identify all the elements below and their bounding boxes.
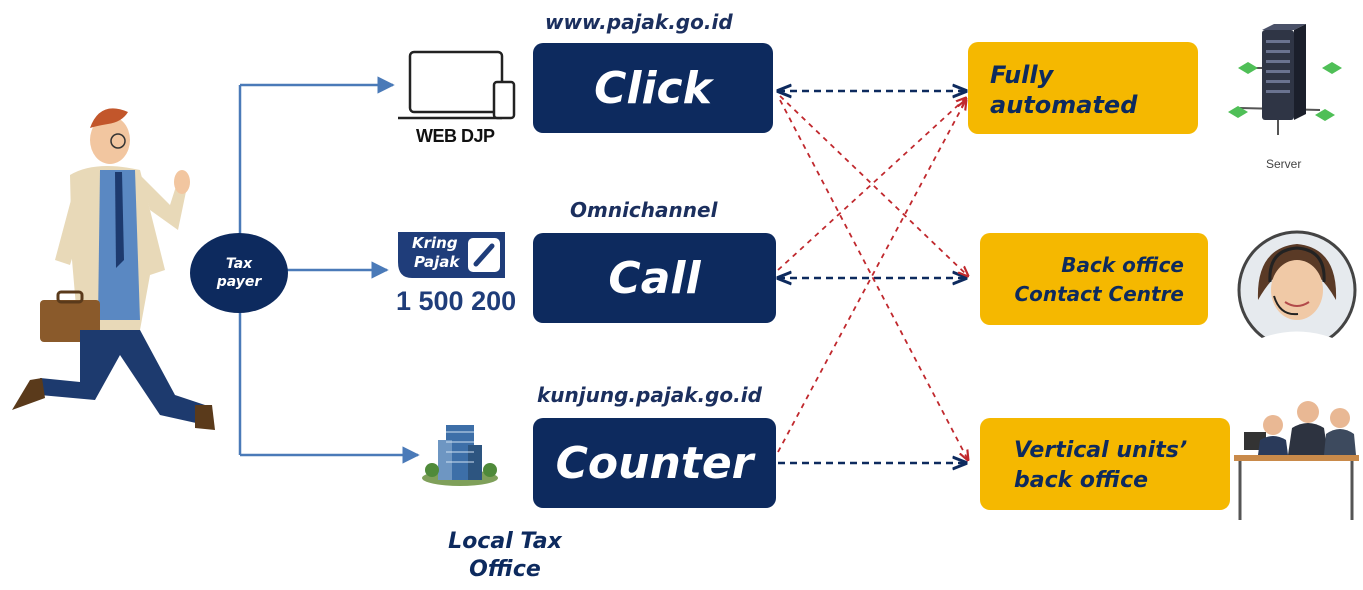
taxpayer-person-illustration: [12, 108, 215, 430]
office-line2: Office: [469, 557, 541, 582]
kring-text-top: Kring: [412, 234, 458, 252]
office-workers-icon: [1234, 401, 1359, 520]
click-channel-box: Click: [533, 43, 773, 133]
taxpayer-node: Tax payer: [190, 233, 288, 313]
outcome-vertical-units: Vertical units’ back office: [980, 418, 1230, 510]
office-building-icon: [422, 425, 498, 486]
kring-pajak-logo: [398, 232, 505, 278]
channel-caption-counter: kunjung.pajak.go.id: [537, 383, 762, 407]
outcome-fully-automated: Fully automated: [968, 42, 1198, 134]
counter-channel-box: Counter: [533, 418, 776, 508]
outcome-1-line2: automated: [990, 91, 1138, 119]
outcome-2-line1: Back office: [1061, 253, 1184, 277]
outcome-3-line2: back office: [1014, 468, 1149, 493]
web-djp-label: WEB DJP: [416, 126, 495, 146]
server-label: Server: [1266, 157, 1302, 171]
outcome-1-line1: Fully: [990, 61, 1054, 89]
laptop-phone-icon: [398, 50, 516, 120]
channel-caption-click: www.pajak.go.id: [545, 10, 733, 34]
taxpayer-line1: Tax: [225, 256, 253, 272]
outcome-2-line2: Contact Centre: [1014, 282, 1184, 306]
outcome-3-line1: Vertical units’: [1014, 438, 1188, 463]
outcome-back-office-contact-centre: Back office Contact Centre: [980, 233, 1208, 325]
channel-caption-call: Omnichannel: [570, 198, 718, 222]
server-icon: [1228, 24, 1342, 135]
call-agent-photo: [1237, 230, 1357, 350]
kring-text-bottom: Pajak: [414, 253, 460, 271]
taxpayer-line2: payer: [216, 274, 262, 290]
cross-arrows: [777, 96, 968, 460]
call-channel-box: Call: [533, 233, 776, 323]
direct-arrows: [778, 91, 966, 463]
kring-number: 1 500 200: [396, 286, 517, 316]
local-tax-office-label: Local Tax Office: [430, 528, 580, 584]
office-line1: Local Tax: [448, 529, 562, 554]
